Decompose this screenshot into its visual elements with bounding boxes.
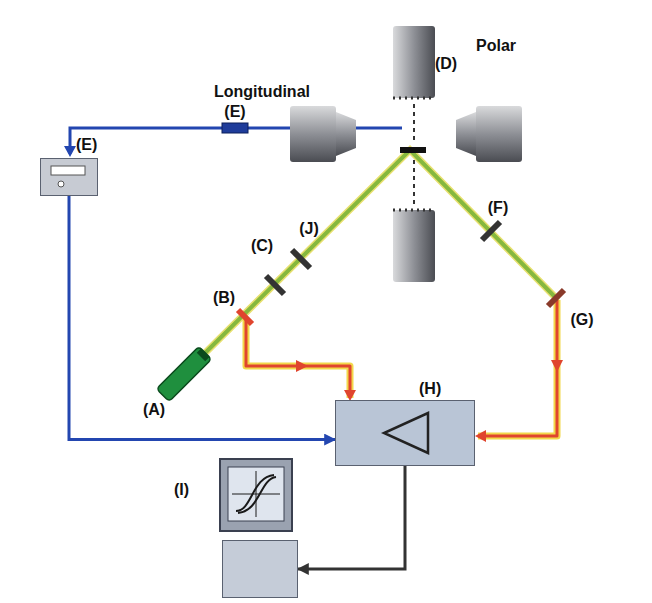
arrow-head — [296, 360, 308, 372]
geometry-label: Longitudinal — [214, 83, 310, 101]
sample — [400, 147, 426, 153]
callout-letter: (G) — [570, 311, 593, 329]
gaussmeter-face — [41, 159, 96, 194]
polar-pole-bottom — [393, 160, 435, 282]
computer-box — [222, 540, 298, 598]
amplifier-symbol — [336, 401, 473, 464]
laser — [156, 346, 211, 401]
laser-beam — [202, 150, 556, 356]
monitor — [218, 457, 294, 533]
hall-probe — [222, 123, 248, 133]
arrow-head — [475, 430, 486, 442]
callout-letter: (E) — [76, 136, 97, 154]
callout-letter: (F) — [488, 199, 508, 217]
callout-letter: (E) — [224, 103, 245, 121]
computer: (I) — [170, 455, 300, 603]
arrow-head — [551, 360, 563, 372]
longitudinal-pole-left — [290, 106, 356, 162]
callout-letter: (D) — [435, 55, 457, 73]
optical-elements — [238, 222, 564, 324]
callout-letter: (H) — [419, 380, 441, 398]
polar-pole-top — [393, 26, 435, 142]
longitudinal-pole-right — [456, 106, 522, 162]
geometry-label: Polar — [476, 37, 516, 55]
callout-letter: (J) — [299, 220, 319, 238]
arrow-head — [64, 146, 76, 157]
callout-letter: (C) — [251, 237, 273, 255]
gaussmeter-box — [40, 158, 98, 196]
callout-letter: (I) — [174, 481, 189, 499]
signal-connector — [298, 466, 405, 569]
signal-connector — [69, 196, 335, 440]
lock-in-amplifier: (H) — [335, 378, 475, 466]
lock-in-amplifier-box — [335, 400, 475, 466]
gaussmeter: (E) — [40, 136, 100, 198]
callout-letter: (B) — [213, 289, 235, 307]
callout-letter: (A) — [143, 401, 165, 419]
